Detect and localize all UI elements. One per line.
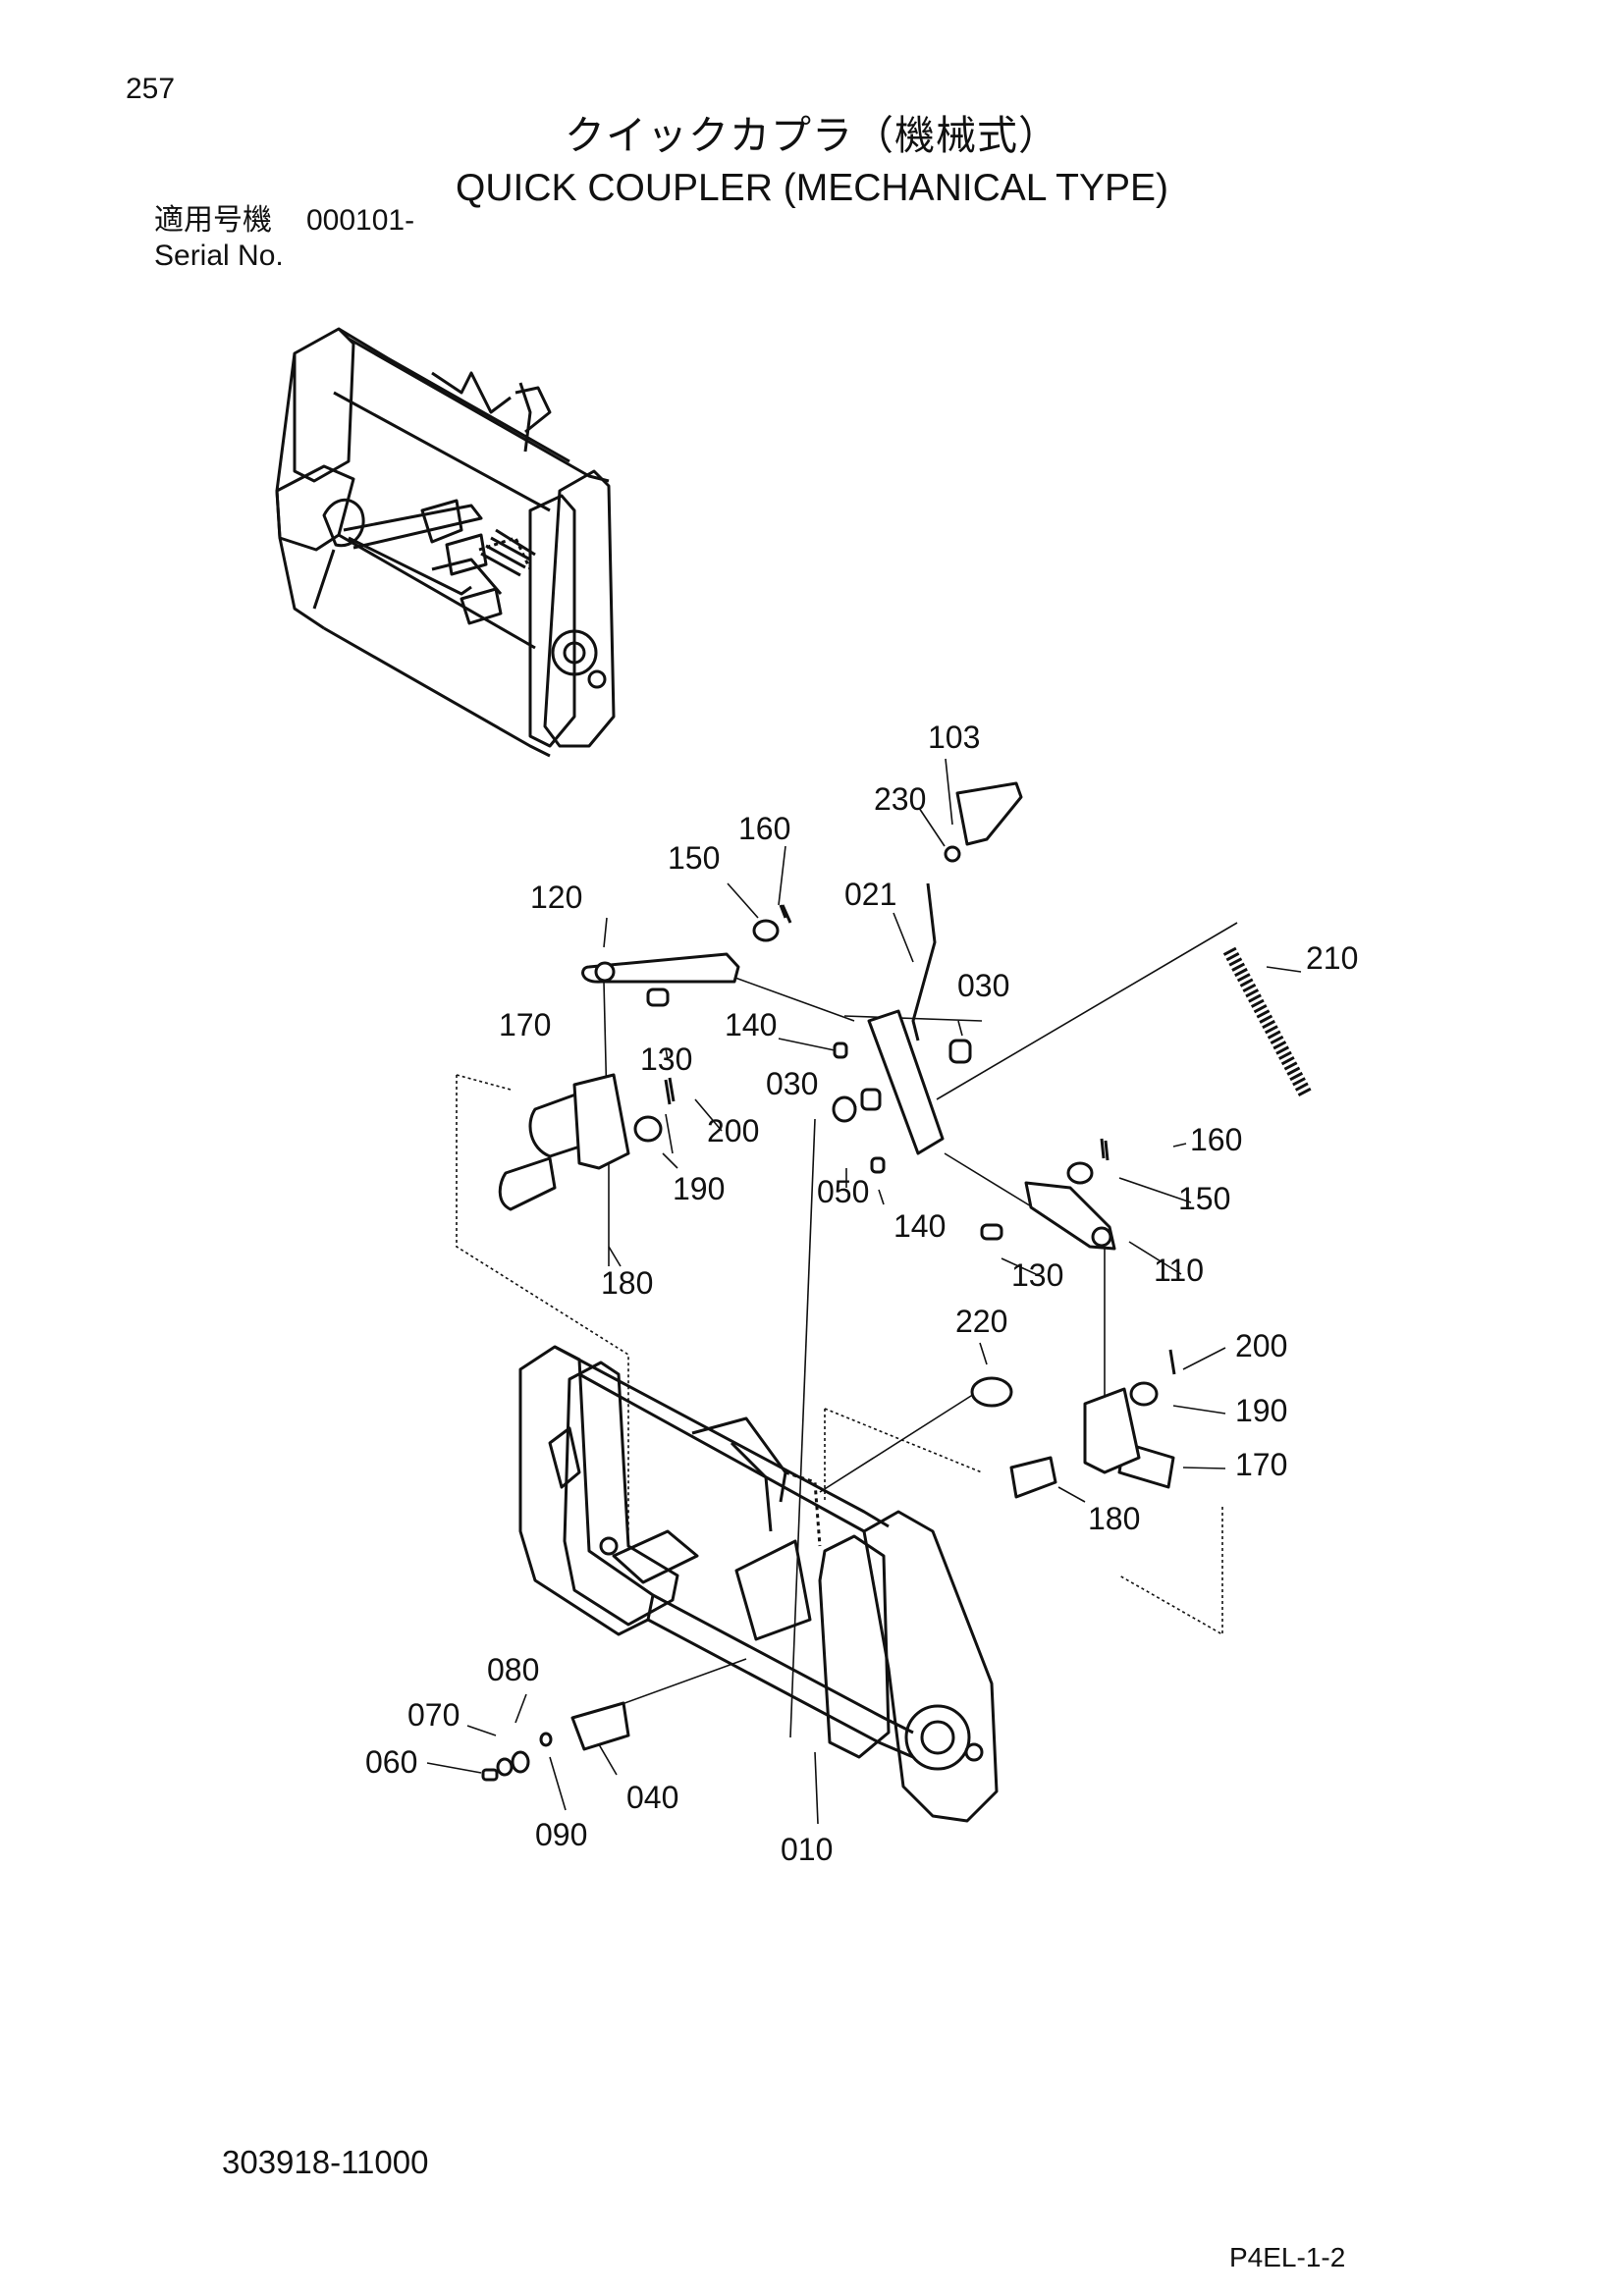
bushing-030a (948, 1039, 972, 1064)
washer-190a (633, 1115, 663, 1143)
pin-040 (570, 1701, 630, 1751)
callout-021: 021 (844, 877, 896, 912)
callout-070: 070 (407, 1697, 460, 1733)
callout-110: 110 (1154, 1253, 1204, 1288)
callout-130-right: 130 (1011, 1257, 1063, 1293)
pin-180b (1009, 1456, 1057, 1499)
callout-200-right: 200 (1235, 1328, 1287, 1363)
spring-210 (1222, 946, 1313, 1098)
pin-140b (870, 1156, 886, 1174)
callout-180-right: 180 (1088, 1501, 1140, 1536)
lever-rod-021 (911, 882, 937, 1041)
callout-103: 103 (928, 720, 980, 755)
callout-130-left: 130 (640, 1041, 692, 1077)
cotter-pin-200b (1168, 1349, 1176, 1375)
washer-050 (832, 1095, 857, 1123)
page-title-japanese: クイックカプラ（機械式） (565, 112, 1059, 159)
callout-030-upper: 030 (957, 968, 1009, 1003)
callout-160-upper: 160 (738, 811, 790, 846)
link-arm-120 (581, 952, 740, 984)
cotter-pin-160b (1100, 1138, 1110, 1161)
callout-190-right: 190 (1235, 1393, 1287, 1428)
callout-labels: 103 230 160 150 120 021 210 030 140 170 … (365, 720, 1358, 1867)
callout-140-upper: 140 (725, 1007, 777, 1042)
bracket-plate (867, 1009, 945, 1155)
pin-130a (646, 988, 670, 1007)
pin-130b (980, 1223, 1003, 1241)
leader-lines (426, 758, 1302, 1825)
callout-170-right: 170 (1235, 1447, 1287, 1482)
callout-230: 230 (874, 781, 926, 817)
callout-120: 120 (530, 880, 582, 915)
washer-080 (511, 1750, 530, 1774)
page-code: P4EL-1-2 (1229, 2242, 1346, 2272)
callout-150-upper: 150 (668, 840, 720, 876)
bushing-030b (860, 1088, 882, 1111)
bolt-060 (481, 1768, 499, 1782)
callout-150-right: 150 (1178, 1181, 1230, 1216)
callout-180-left: 180 (601, 1265, 653, 1301)
washer-150a (752, 919, 780, 942)
callout-190-left: 190 (673, 1171, 725, 1206)
washer-070 (496, 1757, 514, 1777)
assembly-overview-illustration (275, 327, 616, 758)
drawing-number: 303918-11000 (222, 2144, 429, 2180)
callout-140-lower: 140 (893, 1208, 946, 1244)
callout-050: 050 (817, 1174, 869, 1209)
serial-label-japanese: 適用号機 (154, 203, 272, 238)
callout-060: 060 (365, 1744, 417, 1780)
callout-040: 040 (626, 1780, 678, 1815)
callout-170-left: 170 (499, 1007, 551, 1042)
cotter-pin-160a (779, 904, 792, 924)
callout-030-lower: 030 (766, 1066, 818, 1101)
washer-150b (1066, 1161, 1094, 1185)
nut-090 (539, 1732, 553, 1747)
clevis-block-right (1083, 1387, 1141, 1474)
serial-range: 000101- (306, 204, 415, 237)
cotter-pin-200a (664, 1077, 676, 1105)
part-silhouettes (481, 781, 1313, 1782)
callout-080: 080 (487, 1652, 539, 1687)
page-title-english: QUICK COUPLER (MECHANICAL TYPE) (456, 167, 1168, 209)
clevis-block-left (572, 1073, 630, 1170)
callout-160-right: 160 (1190, 1122, 1242, 1157)
pin-140a (833, 1041, 848, 1059)
callout-210: 210 (1306, 940, 1358, 976)
main-frame-010 (518, 1345, 999, 1823)
callout-090: 090 (535, 1817, 587, 1852)
callout-200-left: 200 (707, 1113, 759, 1148)
callout-010: 010 (781, 1832, 833, 1867)
knob-103 (955, 781, 1023, 846)
retaining-ring-220 (970, 1376, 1013, 1408)
link-arm-110 (1024, 1181, 1116, 1251)
page-number: 257 (126, 73, 176, 105)
serial-label-english: Serial No. (154, 240, 284, 272)
nut-230 (944, 845, 961, 863)
pin-180a (498, 1156, 557, 1211)
callout-220: 220 (955, 1304, 1007, 1339)
washer-190b (1129, 1381, 1159, 1407)
